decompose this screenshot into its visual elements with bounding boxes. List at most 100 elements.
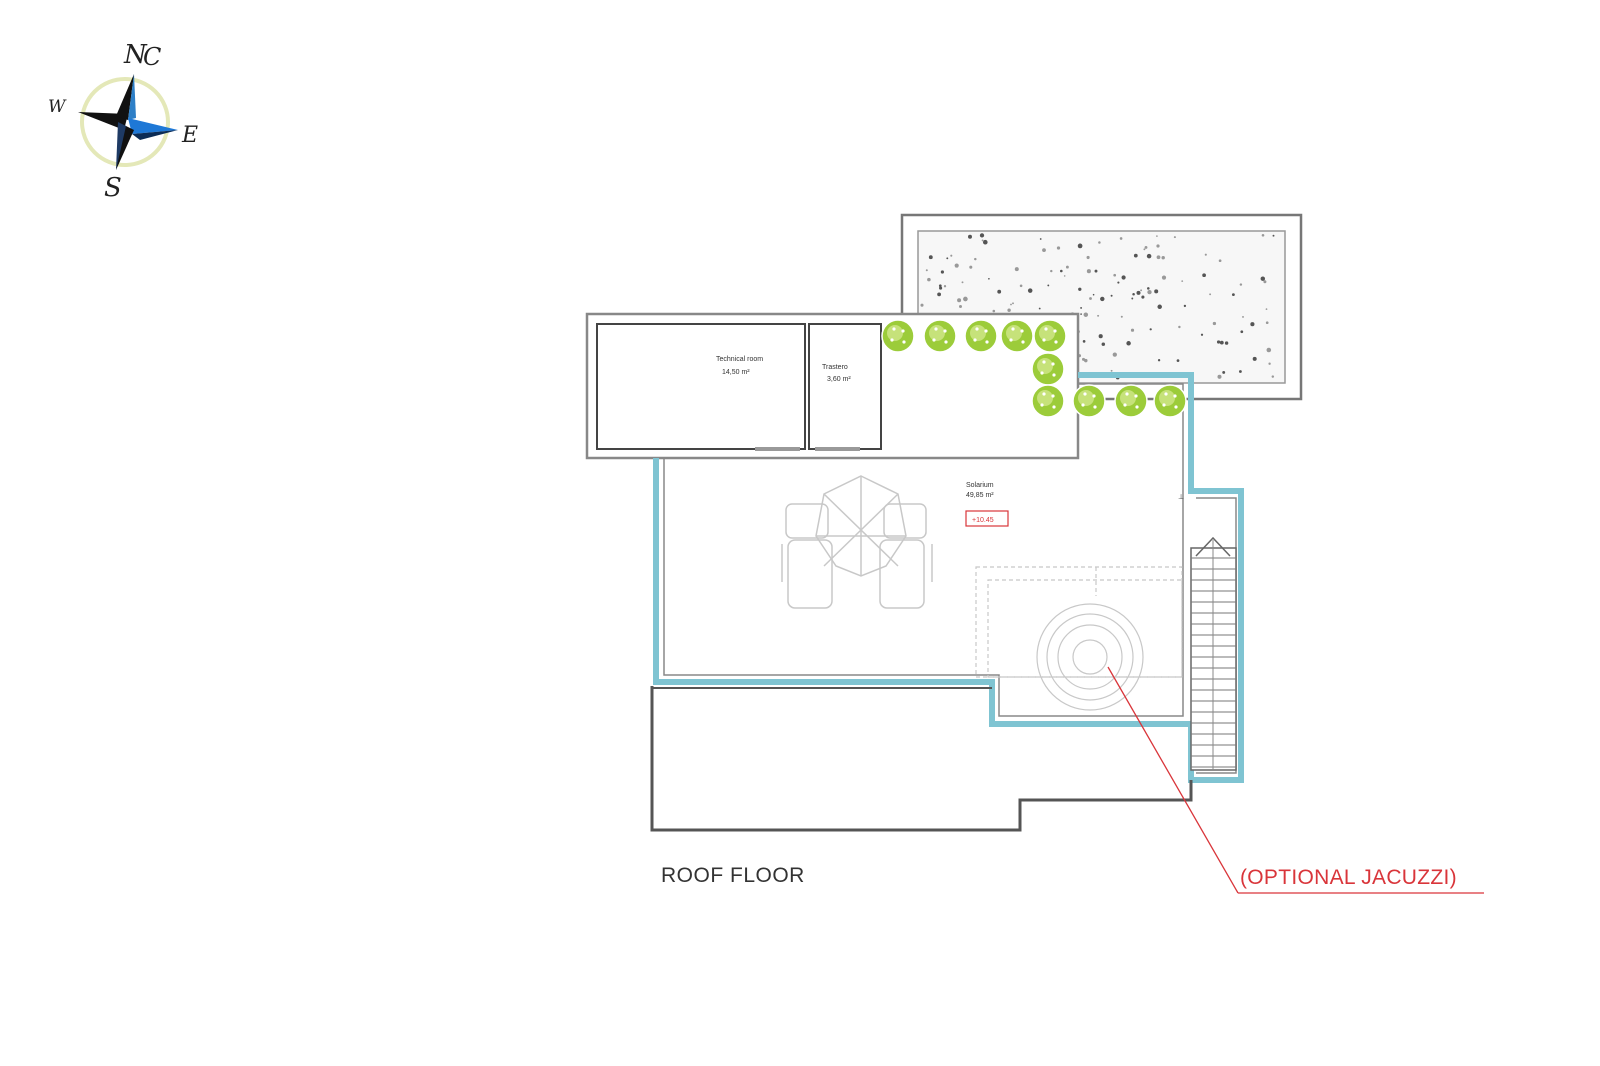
- plant-icon: [1031, 384, 1065, 418]
- compass-rose: N C W E S: [48, 40, 198, 203]
- gravel-dot: [1173, 236, 1176, 239]
- gravel-dot: [1042, 248, 1046, 253]
- level-marker-box: [965, 510, 1009, 527]
- gravel-dot: [1136, 290, 1141, 295]
- small-room-area: 3,60 m²: [827, 376, 851, 383]
- gravel-dot: [1050, 269, 1053, 273]
- plant-icon: [1072, 384, 1106, 418]
- gravel-dot: [1089, 297, 1092, 300]
- gravel-dot: [1147, 287, 1150, 290]
- gravel-dot: [1217, 374, 1222, 379]
- top-rooms-block: Technical room 14,50 m² Trastero 3,60 m²: [585, 312, 1080, 460]
- level-marker: +10.45: [972, 517, 994, 524]
- gravel-dot: [1092, 293, 1095, 296]
- gravel-dot: [1014, 267, 1019, 272]
- gravel-dot: [1065, 265, 1069, 269]
- technical-room: [596, 323, 806, 450]
- gravel-dot: [1183, 304, 1187, 308]
- gravel-dot: [1094, 269, 1098, 273]
- gravel-dot: [1156, 255, 1161, 260]
- gravel-dot: [1120, 315, 1123, 318]
- gravel-dot: [1161, 256, 1165, 260]
- compass-ring: [80, 77, 170, 167]
- parapet-tag: ⊥: [1178, 494, 1184, 501]
- plant-icon: [1153, 384, 1187, 418]
- lounge-furniture: [781, 475, 933, 609]
- gravel-dot: [1242, 315, 1244, 318]
- gravel-dot: [1113, 273, 1117, 277]
- gravel-dot: [969, 265, 973, 269]
- gravel-dot: [1047, 284, 1050, 287]
- plant-icon: [1033, 319, 1067, 353]
- gravel-dot: [1080, 306, 1083, 309]
- solarium-labels: Solarium 49,85 m² +10.45: [965, 482, 1009, 527]
- gravel-dot: [1239, 283, 1243, 286]
- plant-icon: [1031, 352, 1065, 386]
- gravel-dot: [1238, 370, 1242, 373]
- gravel-dot: [938, 284, 942, 288]
- gravel-dot: [1154, 289, 1159, 294]
- plant-icon: [964, 319, 998, 353]
- jacuzzi-outer-rim: [1036, 603, 1144, 711]
- gravel-dot: [1156, 235, 1158, 237]
- gravel-dot: [1204, 253, 1207, 256]
- gravel-dot: [1222, 370, 1226, 374]
- gravel-dot: [1132, 292, 1135, 296]
- plant-icon: [923, 319, 957, 353]
- hedge-plants: [881, 319, 1187, 418]
- gravel-dot: [1231, 293, 1235, 297]
- gravel-dot: [1117, 281, 1120, 284]
- jacuzzi-dashed-outline: [975, 566, 1183, 678]
- gravel-dot: [1126, 341, 1131, 346]
- gravel-dot: [1110, 294, 1113, 297]
- gravel-dot: [1010, 303, 1012, 306]
- lower-terrace-wall: [650, 686, 1193, 832]
- small-room: [808, 323, 882, 450]
- gravel-dot: [1100, 296, 1105, 302]
- gravel-dot: [1219, 340, 1224, 345]
- gravel-dot: [940, 270, 944, 274]
- compass-letter-north: N: [123, 40, 148, 70]
- gravel-dot: [1240, 330, 1244, 334]
- gravel-dot: [1140, 289, 1143, 292]
- compass-letter-east: E: [181, 123, 198, 148]
- gravel-dot: [961, 281, 964, 284]
- gravel-area-inner-wall: [917, 230, 1286, 384]
- gravel-dot: [968, 234, 972, 239]
- gravel-dot: [992, 309, 996, 313]
- gravel-dot: [1007, 308, 1011, 312]
- solarium-name: Solarium: [966, 482, 994, 489]
- gravel-dot: [1156, 244, 1160, 248]
- lower-terrace-block: [650, 686, 1193, 832]
- gravel-dot: [1263, 280, 1267, 284]
- gravel-dot: [1157, 304, 1162, 310]
- gravel-dot: [1119, 237, 1123, 240]
- gravel-dot: [1038, 307, 1041, 310]
- gravel-dot: [983, 239, 988, 245]
- gravel-dot: [928, 255, 933, 260]
- gravel-dot: [1176, 359, 1180, 362]
- gravel-dot: [1157, 359, 1161, 362]
- small-room-name: Trastero: [822, 364, 848, 371]
- gravel-dot: [1060, 269, 1063, 273]
- gravel-dot: [1200, 333, 1204, 336]
- gravel-dot: [1161, 275, 1167, 280]
- gravel-dot: [1112, 352, 1117, 357]
- gravel-dot: [1081, 357, 1086, 361]
- gravel-dot: [1224, 341, 1229, 345]
- gravel-dot: [1086, 269, 1091, 274]
- compass-arm-west: [78, 112, 128, 130]
- gravel-dot: [1143, 248, 1146, 251]
- solarium-area: 49,85 m²: [966, 492, 994, 499]
- gravel-dot: [925, 269, 928, 272]
- gravel-dot: [1149, 328, 1152, 331]
- jacuzzi-inner-basin: [1072, 639, 1108, 675]
- compass-arm-east: [128, 118, 178, 134]
- technical-room-name: Technical room: [716, 356, 763, 363]
- plan-title: ROOF FLOOR: [661, 864, 805, 887]
- technical-room-area: 14,50 m²: [722, 369, 750, 376]
- gravel-dot: [1260, 276, 1266, 281]
- compass-letter-north-suffix: C: [143, 43, 161, 71]
- gravel-dot: [974, 257, 977, 261]
- gravel-dot: [1268, 362, 1271, 365]
